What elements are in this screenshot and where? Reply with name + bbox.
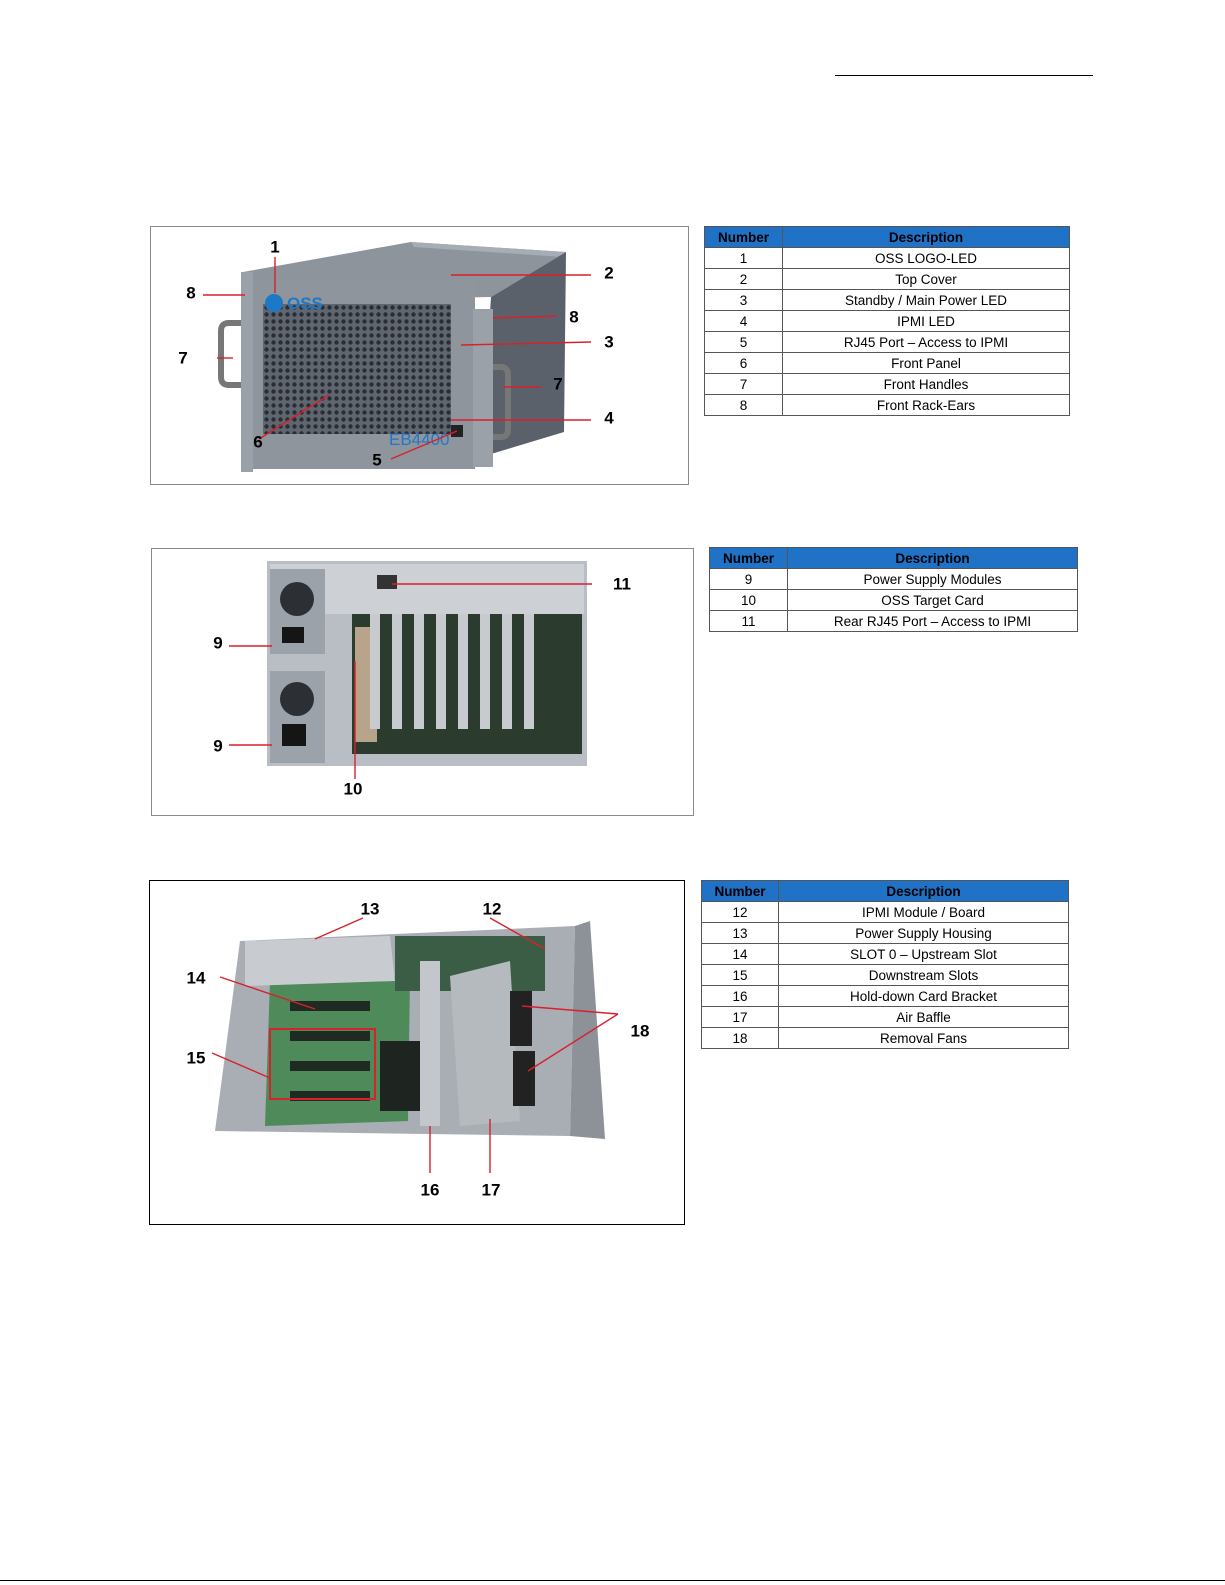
callout-7-left: 7: [178, 348, 188, 368]
callout-1: 1: [270, 237, 280, 257]
row-description: IPMI Module / Board: [778, 901, 1069, 923]
callout-12: 12: [482, 899, 502, 919]
callout-6: 6: [253, 432, 263, 452]
row-number: 14: [701, 943, 779, 965]
row-number: 10: [709, 589, 788, 611]
callout-8-right: 8: [569, 307, 579, 327]
header-number: Number: [704, 226, 783, 248]
header-number: Number: [701, 880, 779, 902]
row-description: Air Baffle: [778, 1006, 1069, 1028]
row-description: Hold-down Card Bracket: [778, 985, 1069, 1007]
callout-16: 16: [420, 1180, 440, 1200]
row-description: OSS LOGO-LED: [782, 247, 1070, 269]
row-number: 17: [701, 1006, 779, 1028]
callout-9-bottom: 9: [213, 736, 223, 756]
row-number: 2: [704, 268, 783, 290]
header-description: Description: [787, 547, 1078, 569]
front-view-figure: OSS EB4400 1 2 8 8 3 7 7 6 4 5: [150, 226, 689, 485]
row-description: Rear RJ45 Port – Access to IPMI: [787, 610, 1078, 632]
header-description: Description: [778, 880, 1069, 902]
row-number: 1: [704, 247, 783, 269]
row-description: OSS Target Card: [787, 589, 1078, 611]
row-description: Downstream Slots: [778, 964, 1069, 986]
callout-9-top: 9: [213, 633, 223, 653]
row-number: 16: [701, 985, 779, 1007]
row-number: 13: [701, 922, 779, 944]
callout-8-left: 8: [186, 283, 196, 303]
row-description: IPMI LED: [782, 310, 1070, 332]
callout-10: 10: [343, 779, 363, 799]
row-description: Front Handles: [782, 373, 1070, 395]
row-number: 15: [701, 964, 779, 986]
callout-4: 4: [604, 408, 614, 428]
row-description: Removal Fans: [778, 1027, 1069, 1049]
model-text: EB4400: [389, 430, 450, 449]
row-number: 18: [701, 1027, 779, 1049]
row-description: Top Cover: [782, 268, 1070, 290]
row-number: 8: [704, 394, 783, 416]
interior-view-photo: [211, 917, 619, 1173]
callout-11: 11: [613, 574, 631, 594]
row-number: 5: [704, 331, 783, 353]
footer-rule: [0, 1580, 1225, 1581]
front-view-photo: OSS EB4400: [203, 242, 592, 472]
callout-5: 5: [372, 450, 382, 470]
callout-15: 15: [186, 1048, 206, 1068]
rear-view-photo: [229, 561, 592, 779]
callout-17: 17: [481, 1180, 501, 1200]
interior-view-figure: 13 12 14 18 15 16 17: [149, 880, 685, 1225]
row-description: Standby / Main Power LED: [782, 289, 1070, 311]
callout-3: 3: [604, 332, 614, 352]
row-description: Front Rack-Ears: [782, 394, 1070, 416]
callout-18: 18: [630, 1021, 650, 1041]
header-rule: [835, 75, 1093, 76]
logo-text: OSS: [287, 294, 323, 313]
header-description: Description: [782, 226, 1070, 248]
callout-2: 2: [604, 263, 614, 283]
row-description: RJ45 Port – Access to IPMI: [782, 331, 1070, 353]
header-number: Number: [709, 547, 788, 569]
row-number: 9: [709, 568, 788, 590]
rear-view-figure: 11 9 9 10: [151, 548, 694, 816]
callout-13: 13: [360, 899, 380, 919]
row-number: 11: [709, 610, 788, 632]
row-number: 3: [704, 289, 783, 311]
row-description: SLOT 0 – Upstream Slot: [778, 943, 1069, 965]
row-description: Power Supply Housing: [778, 922, 1069, 944]
row-number: 12: [701, 901, 779, 923]
row-number: 4: [704, 310, 783, 332]
row-number: 7: [704, 373, 783, 395]
callout-7-right: 7: [553, 374, 563, 394]
row-description: Front Panel: [782, 352, 1070, 374]
row-description: Power Supply Modules: [787, 568, 1078, 590]
callout-14: 14: [186, 968, 206, 988]
row-number: 6: [704, 352, 783, 374]
